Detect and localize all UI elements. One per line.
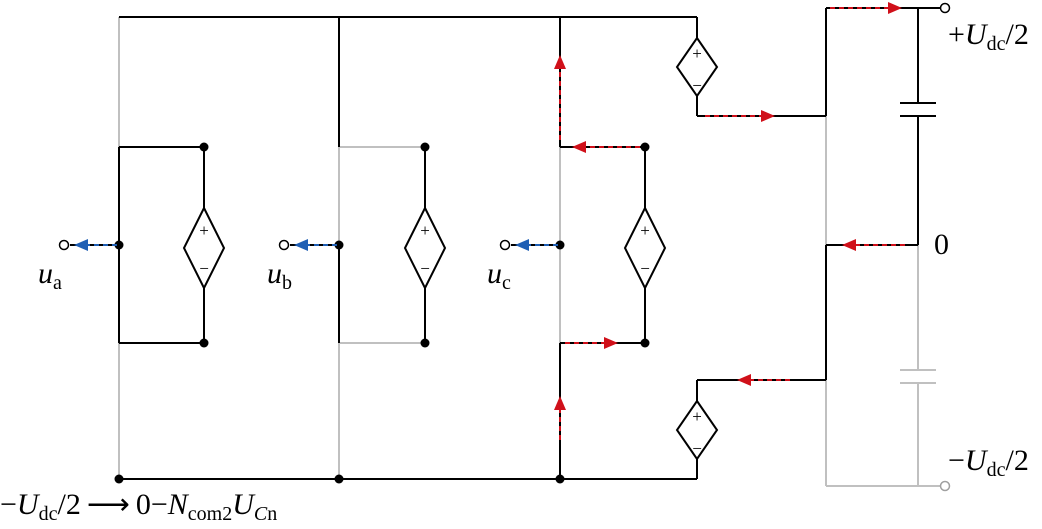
source-phase-b: + − <box>403 205 447 291</box>
source-bottom-right: + − <box>675 399 719 461</box>
minus-sign: − <box>199 259 209 278</box>
label-u-c: uc <box>487 257 511 294</box>
label-voltage-transition: −Udc/2⟶0−Ncom2UCn <box>0 488 277 525</box>
label-u-a: ua <box>38 257 62 294</box>
plus-sign: + <box>420 221 430 240</box>
minus-sign: − <box>692 439 702 458</box>
source-top-right: + − <box>675 36 719 98</box>
label-positive-dc: +Udc/2 <box>948 18 1029 55</box>
minus-sign: − <box>420 259 430 278</box>
active-wires <box>70 7 940 480</box>
inactive-wires <box>118 17 940 487</box>
label-u-b: ub <box>267 257 292 294</box>
output-current-arrows <box>74 239 558 251</box>
minus-sign: − <box>640 259 650 278</box>
plus-sign: + <box>199 221 209 240</box>
label-zero: 0 <box>934 228 949 261</box>
minus-sign: − <box>692 76 702 95</box>
current-path-arrows <box>554 2 905 440</box>
plus-sign: + <box>692 44 702 63</box>
terminals <box>58 2 951 492</box>
plus-sign: + <box>640 221 650 240</box>
junction-nodes <box>114 142 650 484</box>
plus-sign: + <box>692 407 702 426</box>
label-negative-dc: −Udc/2 <box>948 444 1029 481</box>
source-phase-c: + − <box>623 205 667 291</box>
source-phase-a: + − <box>182 205 226 291</box>
